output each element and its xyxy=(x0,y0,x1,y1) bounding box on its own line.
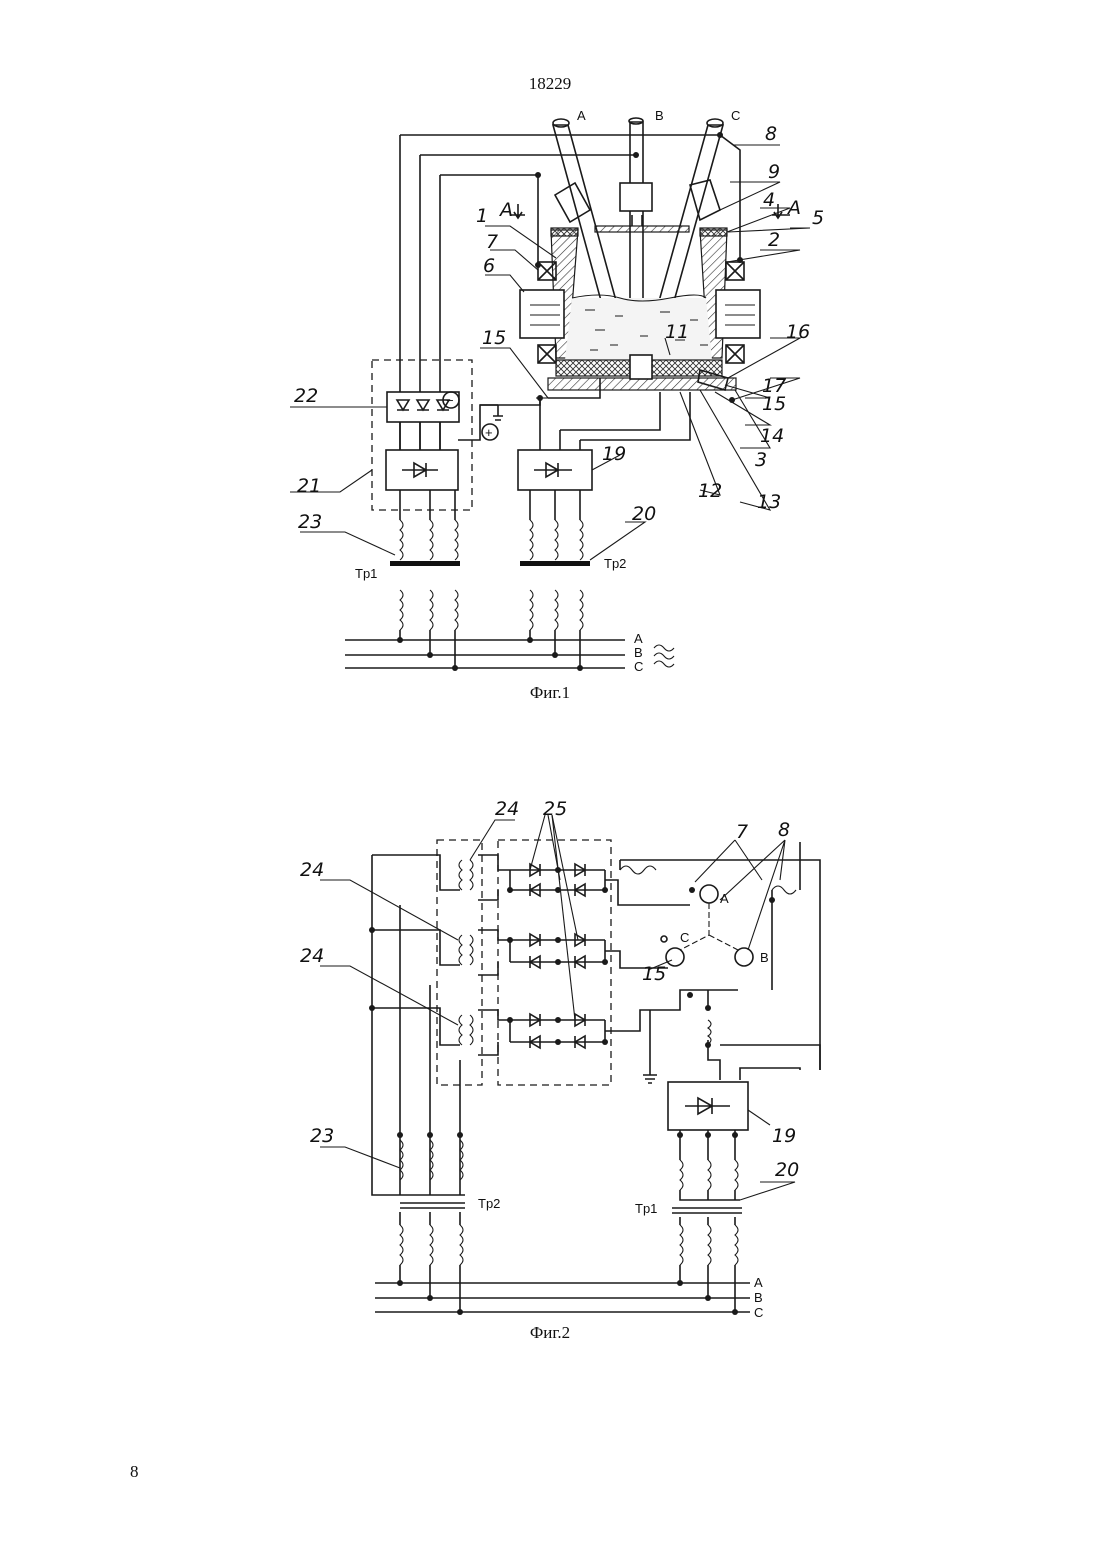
callout-8: 8 xyxy=(765,123,777,145)
phase-label-a-fig2: A xyxy=(754,1275,763,1290)
callout-8-fig2: 8 xyxy=(778,819,790,841)
callout-5: 5 xyxy=(812,207,824,229)
supply-bus-fig2 xyxy=(375,1280,750,1315)
flange-left xyxy=(551,228,578,236)
electrode-star xyxy=(661,885,753,966)
callout-9: 9 xyxy=(768,161,780,183)
electrode-label-c: C xyxy=(731,108,740,123)
flange-right xyxy=(700,228,727,236)
phase-label-b: B xyxy=(634,645,643,660)
electrode-label-a: A xyxy=(577,108,586,123)
label-tp2: Tp2 xyxy=(604,556,626,571)
figure-2-caption: Фиг.2 xyxy=(0,1323,1100,1343)
figure-1-caption: Фиг.1 xyxy=(0,683,1100,703)
electrode-label-b: B xyxy=(655,108,664,123)
label-tp2-fig2: Tp2 xyxy=(478,1196,500,1211)
callout-15-fig2: 15 xyxy=(642,963,666,985)
callout-17: 17 xyxy=(762,375,786,397)
callout-4: 4 xyxy=(763,189,775,211)
electrode-holder xyxy=(620,183,652,211)
callout-6: 6 xyxy=(483,255,495,277)
label-tp1-fig2: Tp1 xyxy=(635,1201,657,1216)
callout-16: 16 xyxy=(786,321,810,343)
coil-left xyxy=(520,290,564,338)
coils-7 xyxy=(620,866,796,1044)
callout-19-fig2: 19 xyxy=(772,1125,796,1147)
callout-24-top: 24 xyxy=(495,798,519,820)
callout-3: 3 xyxy=(755,449,767,471)
callout-7: 7 xyxy=(486,231,498,253)
page-number-bottom: 8 xyxy=(130,1462,139,1482)
callout-14: 14 xyxy=(760,425,784,447)
phase-label-c: C xyxy=(634,659,643,674)
cover-plate xyxy=(595,226,689,232)
callout-13: 13 xyxy=(757,491,781,513)
callout-2: 2 xyxy=(768,229,780,251)
figure-2: A B C Tp2 Tp1 xyxy=(300,798,820,1320)
polarity-plus: + xyxy=(485,425,493,440)
callout-11: 11 xyxy=(665,321,689,343)
electrode-a-fig2 xyxy=(700,885,718,903)
callout-24-mid: 24 xyxy=(300,859,324,881)
label-tp1: Tp1 xyxy=(355,566,377,581)
callout-21: 21 xyxy=(297,475,321,497)
section-mark-left: A xyxy=(498,199,513,221)
electrode-c-fig2 xyxy=(666,948,684,966)
callout-22: 22 xyxy=(294,385,318,407)
callout-23-fig2: 23 xyxy=(310,1125,334,1147)
transformers-24 xyxy=(459,860,473,1045)
callout-1: 1 xyxy=(476,205,488,227)
callout-leaders-fig1 xyxy=(290,145,810,560)
callout-20: 20 xyxy=(632,503,656,525)
callout-15-left: 15 xyxy=(482,327,506,349)
figure-1: A B C xyxy=(290,108,824,674)
phase-label-c-fig2: C xyxy=(754,1305,763,1320)
callout-19: 19 xyxy=(602,443,626,465)
phase-label-b-fig2: B xyxy=(754,1290,763,1305)
callout-12: 12 xyxy=(698,480,722,502)
phase-label-a: A xyxy=(634,631,643,646)
callout-20-fig2: 20 xyxy=(775,1159,799,1181)
electrode-b-fig2 xyxy=(735,948,753,966)
polarity-minus: − xyxy=(446,393,454,408)
electrode-label-c-fig2: C xyxy=(680,930,689,945)
callout-24-low: 24 xyxy=(300,945,324,967)
supply-bus-fig1 xyxy=(345,637,674,671)
thyristor-nodes xyxy=(507,867,608,1045)
coil-right xyxy=(716,290,760,338)
bottom-electrode xyxy=(630,355,652,379)
electrode-b xyxy=(629,118,643,328)
callout-23: 23 xyxy=(298,511,322,533)
callout-25: 25 xyxy=(543,798,567,820)
callout-7-fig2: 7 xyxy=(736,821,748,843)
electrode-label-b-fig2: B xyxy=(760,950,769,965)
